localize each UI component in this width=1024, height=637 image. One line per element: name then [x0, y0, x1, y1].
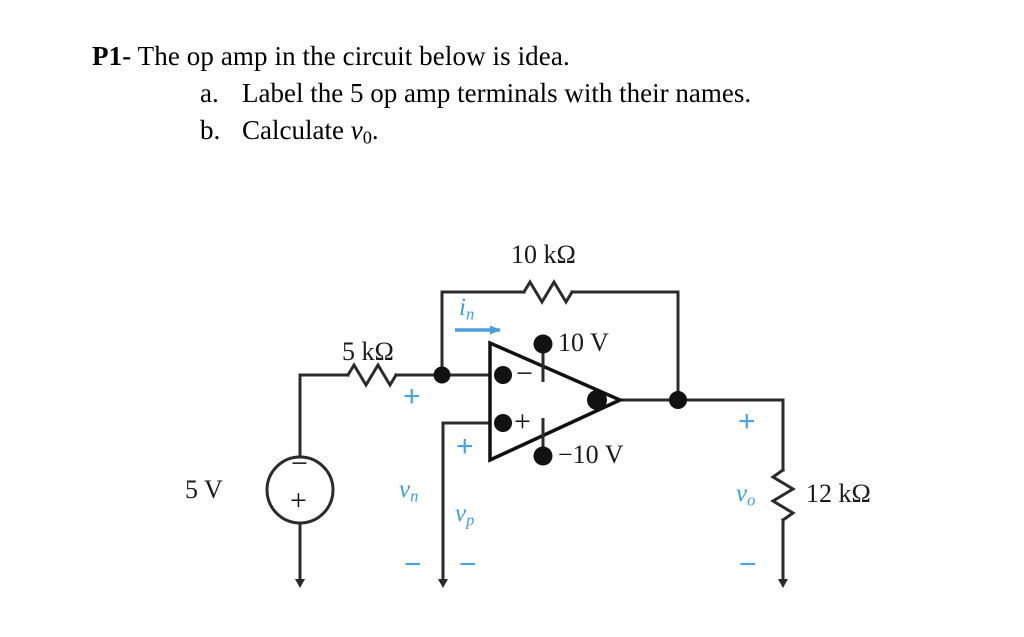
- terminal-output: [587, 390, 607, 410]
- opamp-inverting-sign: −: [516, 357, 533, 390]
- resistor-12k-symbol: [770, 467, 796, 523]
- current-subscript: n: [465, 304, 475, 324]
- label-load-resistor: 12 kΩ: [806, 479, 871, 508]
- vp-plus-sign: +: [456, 430, 474, 463]
- problem-part-b: b. Calculate v0.: [92, 112, 992, 157]
- problem-statement: P1- The op amp in the circuit below is i…: [92, 38, 992, 157]
- label-feedback-resistor: 10 kΩ: [511, 240, 576, 269]
- label-vn: vn: [399, 476, 418, 507]
- current-symbol: i: [459, 294, 466, 321]
- part-b-text-before: Calculate: [242, 115, 351, 145]
- vp-subscript: p: [466, 510, 475, 530]
- vo-symbol: v: [736, 480, 748, 507]
- part-b-variable-symbol: v: [350, 115, 363, 145]
- source-minus-sign: −: [291, 447, 308, 480]
- part-b-variable-subscript: 0: [362, 127, 372, 148]
- vn-symbol: v: [399, 476, 411, 503]
- vn-plus-sign: +: [403, 380, 421, 413]
- problem-tag: P1-: [92, 41, 132, 71]
- circuit-wires: [295, 279, 796, 588]
- label-vp: vp: [455, 500, 474, 531]
- problem-part-a: a. Label the 5 op amp terminals with thei…: [92, 75, 992, 112]
- label-source-voltage: 5 V: [185, 475, 223, 504]
- terminal-negative-supply: [533, 446, 553, 466]
- part-b-marker: b.: [200, 115, 221, 145]
- node-output-junction: [669, 391, 687, 409]
- label-vo: vo: [736, 480, 755, 511]
- problem-heading: P1- The op amp in the circuit below is i…: [92, 38, 992, 75]
- label-positive-supply: 10 V: [558, 328, 609, 357]
- vo-plus-sign: +: [738, 405, 756, 438]
- label-input-resistor: 5 kΩ: [342, 337, 394, 366]
- label-current-in: in: [459, 294, 474, 325]
- part-b-text-after: .: [371, 115, 379, 145]
- part-b-variable: v0: [350, 115, 372, 148]
- part-a-marker: a.: [200, 78, 219, 108]
- terminal-inverting-input: [494, 366, 512, 384]
- resistor-10k-symbol: [521, 279, 575, 305]
- voltage-source-symbol: [265, 455, 335, 525]
- circuit-nodes: [433, 334, 687, 466]
- vp-symbol: v: [455, 500, 467, 527]
- opamp-noninverting-sign: +: [514, 405, 531, 438]
- terminal-positive-supply: [533, 334, 553, 354]
- vp-minus-sign: −: [459, 548, 477, 581]
- node-inverting-junction: [433, 366, 451, 384]
- opamp-triangle: [488, 340, 625, 463]
- vn-subscript: n: [410, 486, 419, 506]
- vn-minus-sign: −: [404, 548, 422, 581]
- source-plus-sign: +: [290, 484, 307, 517]
- part-a-text: Label the 5 op amp terminals with their …: [242, 78, 752, 108]
- vo-subscript: o: [747, 490, 756, 510]
- label-negative-supply: −10 V: [558, 440, 624, 469]
- terminal-noninverting-input: [494, 414, 512, 432]
- vo-minus-sign: −: [739, 548, 757, 581]
- resistor-5k-symbol: [345, 362, 399, 388]
- problem-statement-text: The op amp in the circuit below is idea.: [137, 41, 570, 71]
